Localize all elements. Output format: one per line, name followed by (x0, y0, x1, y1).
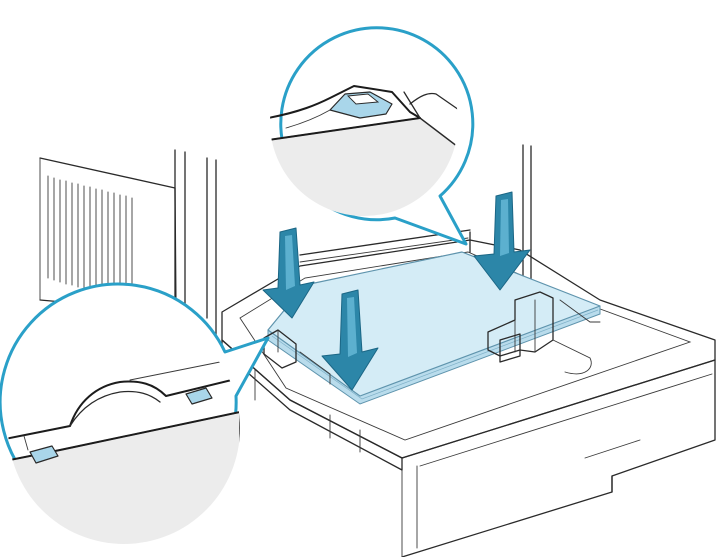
paper-stack (267, 251, 601, 405)
down-arrow-icon (321, 289, 379, 391)
printer-body (39, 144, 532, 341)
bottom-detail-callout (0, 282, 270, 544)
top-detail-callout (270, 26, 475, 246)
press-down-arrows (262, 191, 531, 391)
left-paper-guide (263, 329, 331, 385)
printer-vent-grille (47, 175, 133, 300)
down-arrow-icon (262, 227, 315, 319)
paper-guides (263, 291, 601, 385)
rear-paper-guide (487, 291, 592, 375)
down-arrow-icon (473, 191, 531, 291)
